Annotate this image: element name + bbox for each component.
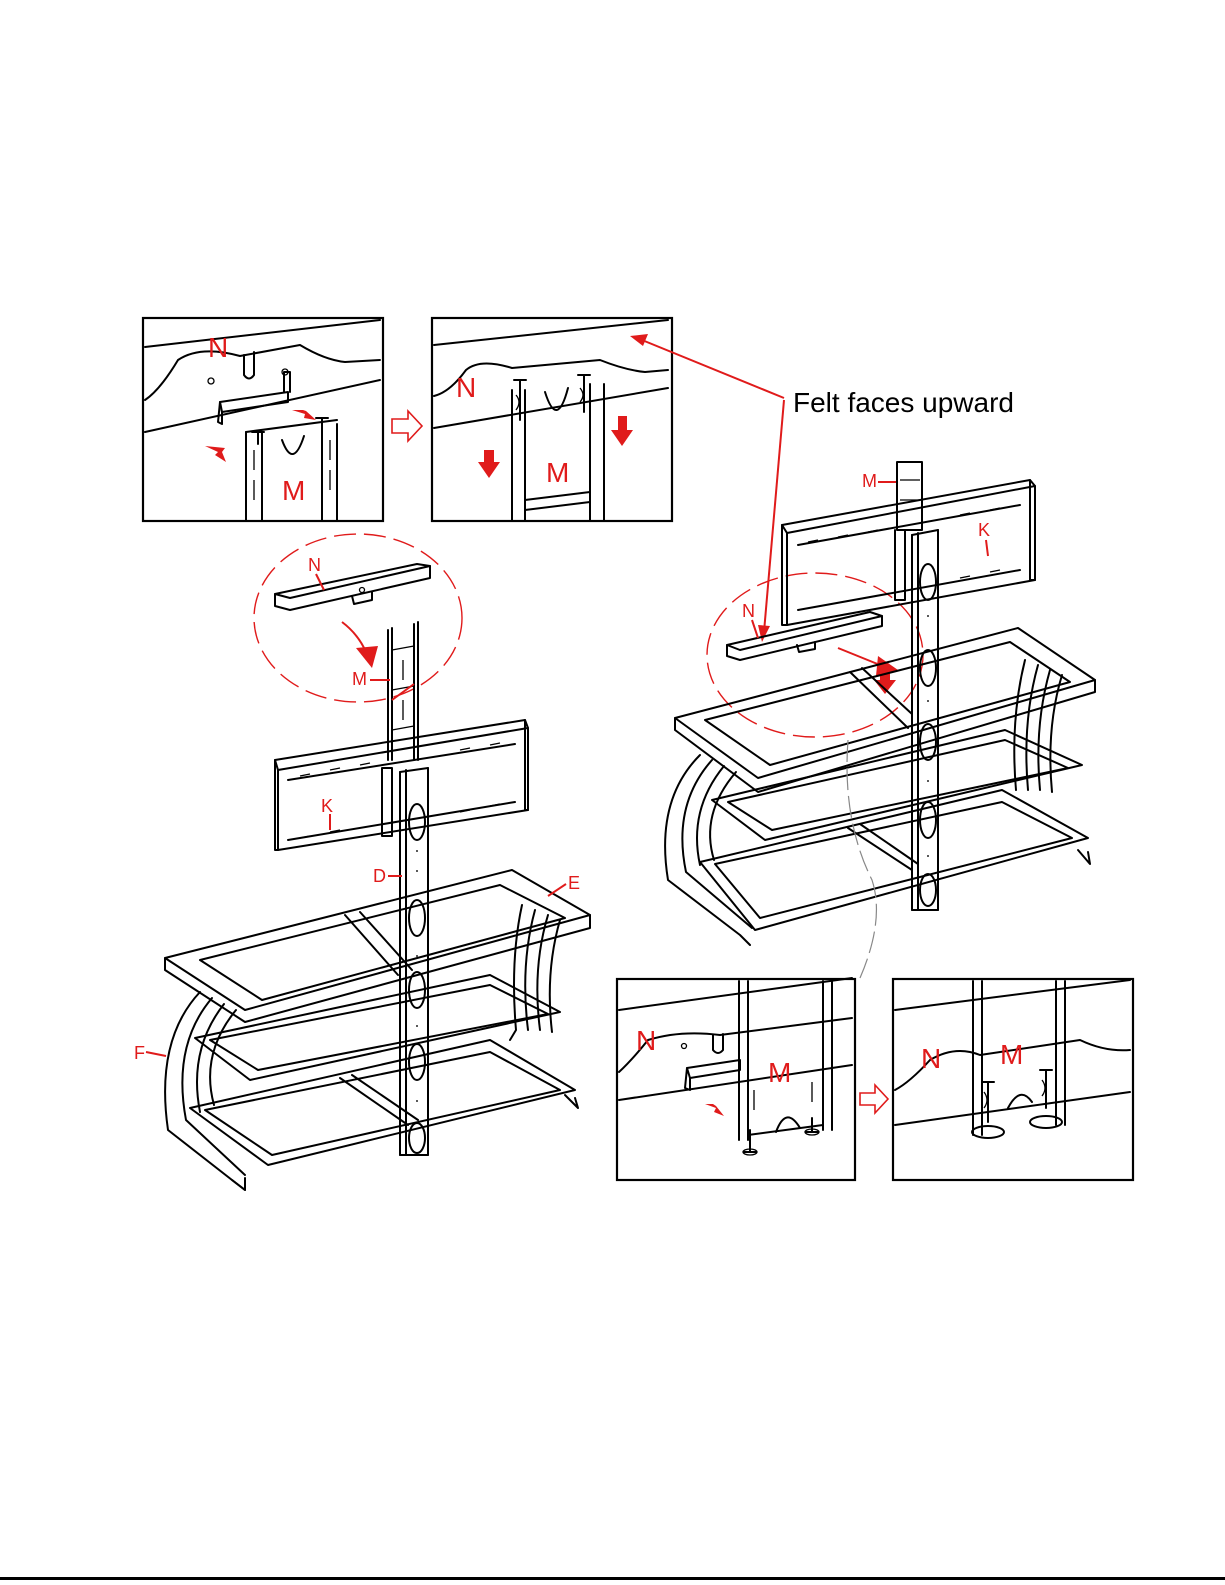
stand-left: N M K D E F	[134, 534, 590, 1190]
detail-panel-4: N M	[893, 979, 1133, 1180]
label-m: M	[862, 471, 877, 491]
label-n: N	[636, 1025, 656, 1056]
hollow-arrow-icon	[860, 1085, 888, 1113]
stand-right: M K N	[665, 462, 1095, 978]
label-n: N	[921, 1043, 941, 1074]
label-m: M	[352, 669, 367, 689]
hollow-arrow-icon	[392, 411, 422, 441]
detail-panel-1: N M	[143, 318, 383, 521]
label-n: N	[456, 372, 476, 403]
label-d: D	[373, 866, 386, 886]
page-bottom-rule	[0, 1577, 1225, 1580]
label-e: E	[568, 873, 580, 893]
label-f: F	[134, 1043, 145, 1063]
felt-note: Felt faces upward	[793, 387, 1014, 418]
label-n: N	[742, 601, 755, 621]
label-k: K	[321, 796, 333, 816]
label-m: M	[282, 475, 305, 506]
note-pointers	[630, 334, 784, 642]
label-n: N	[308, 555, 321, 575]
label-m: M	[1000, 1039, 1023, 1070]
label-n: N	[208, 332, 228, 363]
detail-panel-2: N M	[432, 318, 672, 521]
label-m: M	[768, 1057, 791, 1088]
label-k: K	[978, 520, 990, 540]
label-m: M	[546, 457, 569, 488]
detail-panel-3: N M	[617, 978, 855, 1180]
